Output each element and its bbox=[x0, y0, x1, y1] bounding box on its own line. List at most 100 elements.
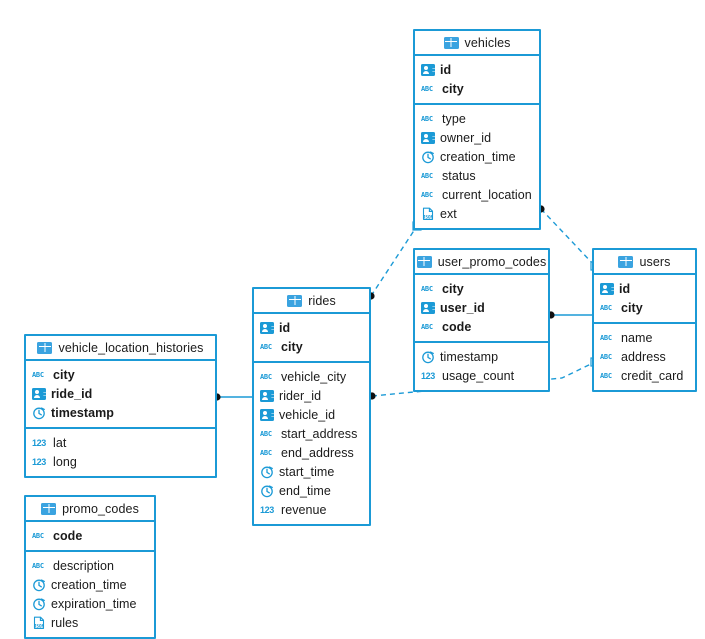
column-name: start_time bbox=[279, 464, 335, 479]
table-title: rides bbox=[308, 293, 336, 308]
relationship-user_promo_codes-to-users[interactable] bbox=[547, 311, 592, 319]
table-header-vehicles[interactable]: vehicles bbox=[415, 31, 539, 56]
column-row-promo_codes-expiration_time[interactable]: expiration_time bbox=[26, 594, 154, 613]
column-name: timestamp bbox=[440, 349, 499, 364]
id-card-icon bbox=[421, 63, 435, 76]
column-name: address bbox=[621, 349, 666, 364]
column-name: type bbox=[442, 111, 466, 126]
id-card-icon bbox=[32, 387, 46, 400]
column-row-vehicle_location_histories-ride_id[interactable]: ride_id bbox=[26, 384, 215, 403]
123-number-icon: 123 bbox=[260, 504, 274, 515]
column-row-rides-start_time[interactable]: start_time bbox=[254, 462, 369, 481]
column-name: id bbox=[279, 320, 291, 335]
column-name: credit_card bbox=[621, 368, 684, 383]
column-row-rides-vehicle_id[interactable]: vehicle_id bbox=[254, 405, 369, 424]
column-row-vehicles-type[interactable]: ABC type bbox=[415, 109, 539, 128]
table-header-vehicle_location_histories[interactable]: vehicle_location_histories bbox=[26, 336, 215, 361]
column-name: status bbox=[442, 168, 476, 183]
clock-icon bbox=[260, 465, 274, 479]
column-row-promo_codes-creation_time[interactable]: creation_time bbox=[26, 575, 154, 594]
column-row-rides-rider_id[interactable]: rider_id bbox=[254, 386, 369, 405]
column-name: city bbox=[442, 81, 464, 96]
column-row-user_promo_codes-user_id[interactable]: user_id bbox=[415, 298, 548, 317]
abc-text-icon: ABC bbox=[421, 171, 433, 180]
column-row-vehicles-status[interactable]: ABC status bbox=[415, 166, 539, 185]
table-header-rides[interactable]: rides bbox=[254, 289, 369, 314]
123-number-icon: 123 bbox=[32, 437, 46, 448]
abc-text-icon: ABC bbox=[32, 561, 44, 570]
column-row-rides-city[interactable]: ABC city bbox=[254, 337, 369, 356]
table-grid-icon bbox=[37, 341, 53, 354]
123-number-icon: 123 bbox=[32, 456, 46, 467]
id-card-icon bbox=[600, 282, 614, 295]
json-file-icon: JSON bbox=[421, 207, 435, 221]
column-name: timestamp bbox=[51, 405, 114, 420]
column-row-user_promo_codes-timestamp[interactable]: timestamp bbox=[415, 347, 548, 366]
column-name: code bbox=[442, 319, 472, 334]
table-header-promo_codes[interactable]: promo_codes bbox=[26, 497, 154, 522]
column-name: expiration_time bbox=[51, 596, 137, 611]
column-row-rides-id[interactable]: id bbox=[254, 318, 369, 337]
column-name: city bbox=[53, 367, 75, 382]
column-name: vehicle_id bbox=[279, 407, 336, 422]
column-row-rides-end_time[interactable]: end_time bbox=[254, 481, 369, 500]
column-row-vehicle_location_histories-timestamp[interactable]: timestamp bbox=[26, 403, 215, 422]
abc-text-icon: ABC bbox=[600, 371, 612, 380]
abc-text-icon: ABC bbox=[421, 114, 433, 123]
column-name: city bbox=[281, 339, 303, 354]
table-title: vehicles bbox=[464, 35, 511, 50]
column-row-vehicles-creation_time[interactable]: creation_time bbox=[415, 147, 539, 166]
column-name: rider_id bbox=[279, 388, 322, 403]
table-title: users bbox=[639, 254, 671, 269]
column-name: owner_id bbox=[440, 130, 492, 145]
clock-icon bbox=[32, 597, 46, 611]
column-name: creation_time bbox=[51, 577, 127, 592]
column-name: vehicle_city bbox=[281, 369, 347, 384]
svg-text:JSON: JSON bbox=[423, 214, 434, 220]
clock-icon bbox=[260, 484, 274, 498]
column-name: revenue bbox=[281, 502, 327, 517]
table-grid-icon bbox=[41, 502, 57, 515]
relationship-vehicle_location_histories-to-rides[interactable] bbox=[213, 393, 252, 401]
table-header-user_promo_codes[interactable]: user_promo_codes bbox=[415, 250, 548, 275]
column-name: start_address bbox=[281, 426, 358, 441]
column-row-users-credit_card[interactable]: ABC credit_card bbox=[594, 366, 695, 385]
table-title: promo_codes bbox=[62, 501, 139, 516]
table-title: user_promo_codes bbox=[437, 254, 547, 269]
column-row-vehicles-owner_id[interactable]: owner_id bbox=[415, 128, 539, 147]
column-row-rides-revenue[interactable]: 123 revenue bbox=[254, 500, 369, 519]
table-header-users[interactable]: users bbox=[594, 250, 695, 275]
column-name: rules bbox=[51, 615, 79, 630]
column-row-users-id[interactable]: id bbox=[594, 279, 695, 298]
abc-text-icon: ABC bbox=[260, 342, 272, 351]
column-row-vehicles-id[interactable]: id bbox=[415, 60, 539, 79]
